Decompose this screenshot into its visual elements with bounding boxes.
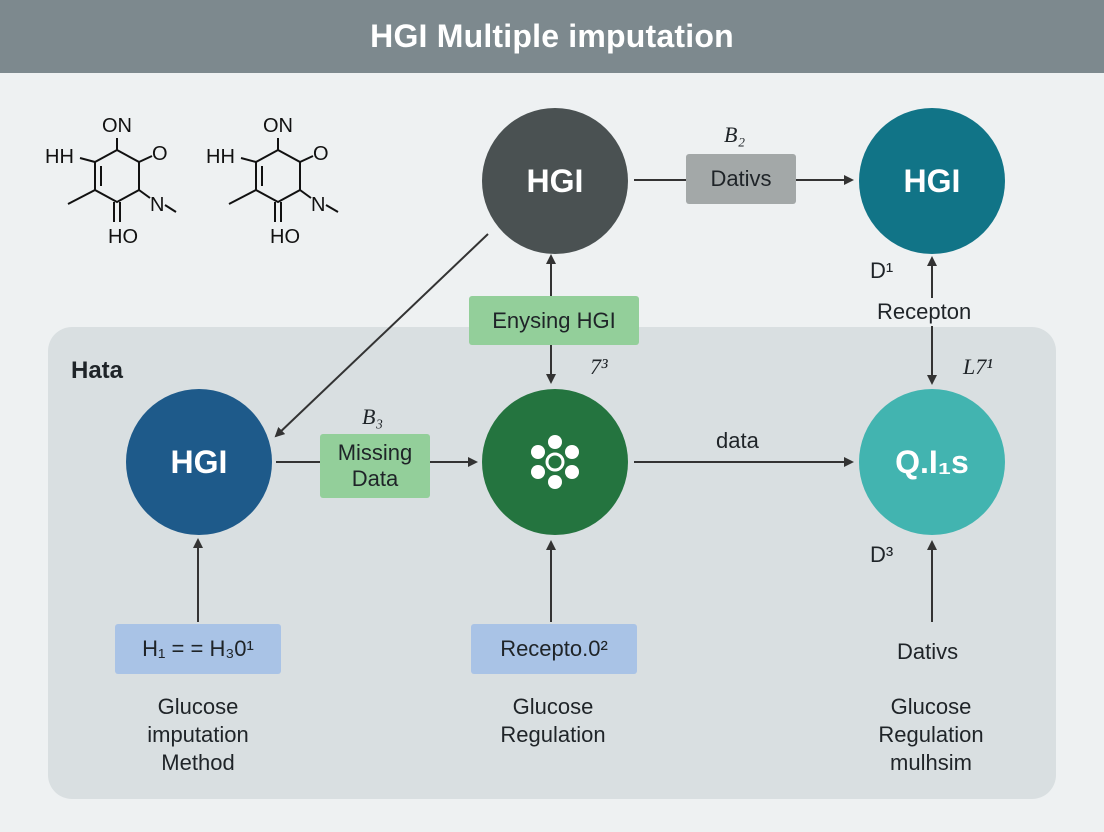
caption-right-line3: mulhsim: [890, 750, 972, 775]
label-d1: D¹: [870, 258, 894, 283]
label-b3: B₃: [362, 404, 383, 430]
label-seven3: 7³: [590, 354, 608, 380]
node-hgi-top-center: HGI: [482, 108, 628, 254]
caption-left-line2: imputation: [147, 722, 249, 747]
caption-right-line1: Glucose: [890, 694, 972, 719]
molecule-1-bottom-label: HO: [108, 226, 138, 248]
label-d3: D³: [870, 542, 894, 567]
caption-right-line2: Regulation: [878, 722, 984, 747]
panel-label: Hata: [71, 357, 124, 384]
label-b2-text: B₂: [724, 122, 746, 147]
node-hgi-mid-left-label: HGI: [170, 443, 228, 480]
molecule-1-left-label: HH: [45, 146, 74, 168]
molecule-1: [67, 138, 177, 222]
enysing-hgi-box: Enysing HGI: [469, 296, 639, 345]
label-dativs-bottom: Dativs: [897, 639, 959, 664]
formula-box: H₁ = = H₃0¹: [115, 624, 281, 674]
node-hgi-top-right-label: HGI: [903, 162, 961, 199]
molecule-1-right-label: O: [152, 143, 168, 165]
missing-data-box: Missing Data: [320, 434, 430, 498]
missing-data-line1: Missing: [337, 440, 413, 465]
label-seven3-text: 7³: [590, 354, 608, 379]
molecule-2-sub-label: N: [311, 194, 325, 216]
molecule-1-sub-label: N: [150, 194, 164, 216]
molecule-2-bottom-label: HO: [270, 226, 300, 248]
missing-data-line2: Data: [351, 466, 399, 491]
caption-left: Glucose imputation Method: [108, 693, 288, 777]
caption-left-line1: Glucose: [157, 694, 239, 719]
label-l71: L7¹: [963, 354, 993, 380]
label-b2: B₂: [724, 122, 745, 148]
caption-center: Glucose Regulation: [463, 693, 643, 749]
molecule-2-top-label: ON: [263, 115, 293, 137]
label-l71-text: L7¹: [963, 354, 993, 379]
caption-right: Glucose Regulation mulhsim: [841, 693, 1021, 777]
molecule-2-left-label: HH: [206, 146, 235, 168]
header-title: HGI Multiple imputation: [0, 0, 1104, 73]
node-hgi-top-center-label: HGI: [526, 162, 584, 199]
arrow-top-center-to-mid-left: [274, 233, 489, 438]
flower-icon: [531, 435, 579, 489]
node-hgi-mid-left: HGI: [126, 389, 272, 535]
label-b3-text: B₃: [362, 404, 384, 429]
molecule-1-top-label: ON: [102, 115, 132, 137]
molecule-2: [228, 138, 339, 222]
node-mid-center: [482, 389, 628, 535]
label-recepton: Recepton: [877, 299, 972, 324]
label-data: data: [716, 428, 759, 453]
node-mid-right: Q.I₁s: [859, 389, 1005, 535]
caption-left-line3: Method: [161, 750, 235, 775]
molecule-2-right-label: O: [313, 143, 329, 165]
caption-center-line2: Regulation: [500, 722, 606, 747]
node-mid-right-label: Q.I₁s: [895, 443, 969, 480]
caption-center-line1: Glucose: [512, 694, 594, 719]
dativs-top-box: Dativs: [686, 154, 796, 204]
node-hgi-top-right: HGI: [859, 108, 1005, 254]
recepto-box: Recepto.0²: [471, 624, 637, 674]
